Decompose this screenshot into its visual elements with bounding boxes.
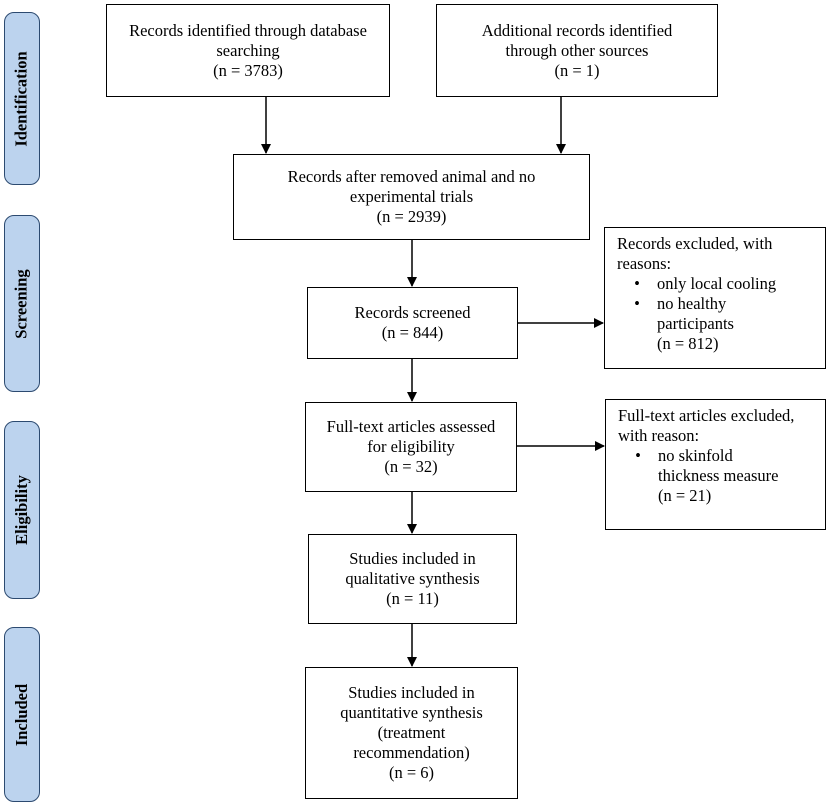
db-search-count: (n = 3783) — [213, 60, 283, 80]
quantitative-line3: (treatment — [377, 723, 446, 742]
screened-box: Records screened (n = 844) — [307, 287, 518, 359]
screened-count: (n = 844) — [381, 323, 444, 342]
fulltext-line1: Full-text articles assessed — [326, 417, 496, 436]
excluded-fulltext-line2: with reason: — [618, 426, 700, 445]
other-sources-box: Additional records identified through ot… — [436, 4, 718, 97]
excluded-fulltext-line1: Full-text articles excluded, — [618, 406, 795, 425]
phase-included: Included — [4, 627, 40, 802]
fulltext-line2: for eligibility — [367, 437, 455, 456]
after-removed-count: (n = 2939) — [376, 207, 447, 226]
screened-line1: Records screened — [354, 303, 471, 322]
reason-text: no skinfold — [658, 446, 733, 465]
phase-included-label: Included — [12, 683, 32, 746]
after-removed-box: Records after removed animal and no expe… — [233, 154, 590, 240]
excluded-fulltext-count-row: (n = 21) — [618, 486, 825, 506]
quantitative-box: Studies included in quantitative synthes… — [305, 667, 518, 799]
phase-identification: Identification — [4, 12, 40, 185]
excluded-records-count-row: (n = 812) — [617, 334, 825, 354]
qualitative-count: (n = 11) — [386, 589, 439, 608]
excluded-records-reason2-cont: participants — [617, 314, 825, 334]
excluded-fulltext-count: (n = 21) — [658, 486, 712, 505]
quantitative-line2: quantitative synthesis — [340, 703, 483, 722]
excluded-records-reason1: • only local cooling — [617, 274, 825, 294]
phase-screening-label: Screening — [12, 268, 31, 339]
phase-identification-label: Identification — [12, 50, 31, 147]
excluded-records-line2: reasons: — [617, 254, 672, 273]
quantitative-line1: Studies included in — [348, 683, 475, 702]
qualitative-box: Studies included in qualitative synthesi… — [308, 534, 517, 624]
quantitative-count: (n = 6) — [388, 763, 435, 782]
excluded-fulltext-reason1: • no skinfold — [618, 446, 825, 466]
bullet-icon: • — [634, 274, 640, 293]
other-sources-line1: Additional records identified — [481, 20, 673, 40]
reason-text: no healthy — [657, 294, 727, 313]
fulltext-count: (n = 32) — [384, 457, 438, 476]
reason-text: only local cooling — [657, 274, 777, 293]
after-removed-line1: Records after removed animal and no — [287, 167, 536, 186]
phase-screening: Screening — [4, 215, 40, 392]
phase-eligibility: Eligibility — [4, 421, 40, 599]
phase-eligibility-label: Eligibility — [12, 475, 31, 545]
bullet-icon: • — [634, 294, 640, 313]
bullet-icon: • — [635, 446, 641, 465]
excluded-fulltext-reason1-cont: thickness measure — [618, 466, 825, 486]
excluded-records-box: Records excluded, with reasons: • only l… — [604, 227, 826, 369]
db-search-box: Records identified through database sear… — [106, 4, 390, 97]
db-search-line2: searching — [216, 40, 280, 60]
fulltext-box: Full-text articles assessed for eligibil… — [305, 402, 517, 492]
qualitative-line1: Studies included in — [349, 549, 476, 568]
quantitative-line4: recommendation) — [353, 743, 470, 762]
other-sources-line2: through other sources — [505, 40, 649, 60]
other-sources-count: (n = 1) — [554, 60, 600, 80]
qualitative-line2: qualitative synthesis — [345, 569, 480, 588]
excluded-records-line1: Records excluded, with — [617, 234, 773, 253]
excluded-records-reason2: • no healthy — [617, 294, 825, 314]
db-search-line1: Records identified through database — [129, 20, 367, 40]
reason-text-cont: participants — [657, 314, 734, 333]
excluded-records-count: (n = 812) — [657, 334, 719, 353]
after-removed-line2: experimental trials — [349, 187, 474, 206]
reason-text-cont: thickness measure — [658, 466, 779, 485]
excluded-fulltext-box: Full-text articles excluded, with reason… — [605, 399, 826, 530]
